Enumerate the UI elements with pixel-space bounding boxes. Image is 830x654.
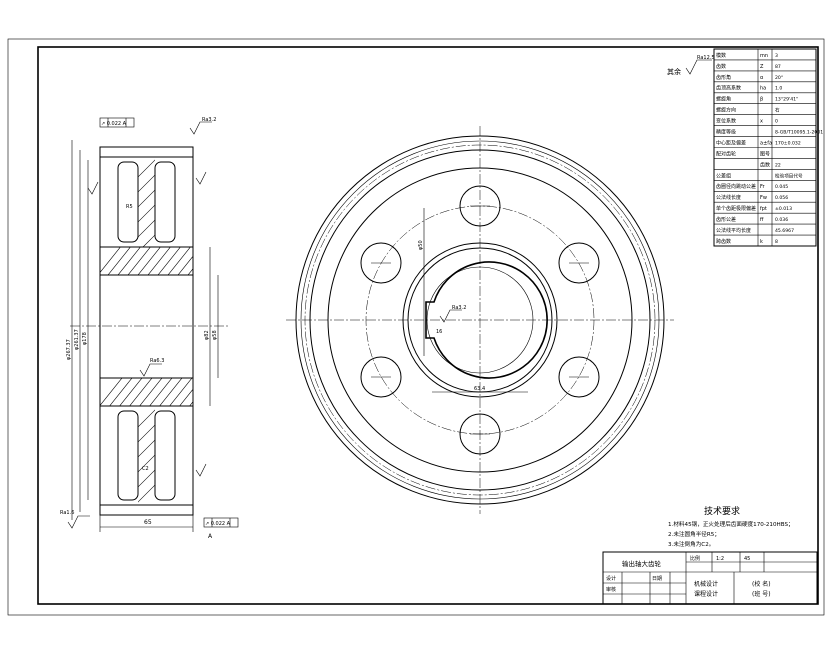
svg-text:↗ 0.022 A: ↗ 0.022 A bbox=[101, 121, 127, 127]
param-name: 齿形角 bbox=[716, 74, 731, 81]
param-value: 0.036 bbox=[775, 217, 788, 223]
param-symbol: ha bbox=[760, 86, 766, 92]
param-symbol: β bbox=[760, 97, 763, 103]
outer-frame bbox=[7, 38, 825, 616]
param-value: 0.045 bbox=[775, 184, 788, 190]
param-name: 螺旋角 bbox=[716, 96, 731, 103]
param-name: 公法线长度 bbox=[716, 194, 741, 201]
svg-text:Ra3.2: Ra3.2 bbox=[202, 117, 216, 123]
param-name: 螺旋方向 bbox=[716, 107, 736, 114]
param-symbol: Z bbox=[760, 64, 764, 70]
tech-req-item-1: 1.材料45钢，正火处理后齿面硬度170-210HBS； bbox=[668, 520, 794, 528]
inner-frame bbox=[37, 46, 819, 605]
design-label: 设计 bbox=[606, 575, 616, 582]
param-name: 跨齿数 bbox=[716, 238, 731, 245]
param-value: 1.0 bbox=[775, 86, 782, 92]
param-symbol: ff bbox=[760, 217, 764, 223]
dim-hub-label: φ82 bbox=[204, 330, 210, 340]
param-name: 公差组 bbox=[716, 172, 731, 179]
param-name: 齿圈径向跳动公差 bbox=[716, 183, 756, 190]
gtol-frame-bottom: ↗ 0.022 A bbox=[203, 517, 239, 528]
svg-text:Ra3.2: Ra3.2 bbox=[452, 305, 466, 311]
date-label: 日期 bbox=[652, 576, 662, 582]
svg-text:Ra6.3: Ra6.3 bbox=[150, 358, 164, 364]
roughness-symbol-ra16: Ra1.6 bbox=[60, 510, 90, 529]
param-value: ±0.013 bbox=[775, 206, 792, 212]
gear-params-table: 模数 mn 3 齿数 Z 87 齿形角 α 20° 齿顶高系数 ha 1.0 螺旋角 β 13°29'41"… bbox=[713, 48, 823, 247]
param-value: 检验项目代号 bbox=[775, 172, 803, 179]
param-symbol: α bbox=[760, 75, 764, 81]
dim-bore-label: φ58 bbox=[212, 330, 218, 340]
material-value: 45 bbox=[744, 556, 750, 562]
dim-width-label: 65 bbox=[144, 519, 152, 526]
param-value: 0 bbox=[775, 119, 778, 125]
dim-c-label: C2 bbox=[142, 466, 149, 472]
param-symbol: a±fa bbox=[760, 140, 772, 146]
check-label: 审核 bbox=[606, 586, 616, 593]
front-view bbox=[286, 126, 674, 514]
part-name: 输出轴大齿轮 bbox=[622, 559, 662, 568]
param-name: 公法线平均长度 bbox=[716, 227, 751, 234]
tech-req-title: 技术要求 bbox=[704, 505, 740, 517]
class-number: (班 号) bbox=[752, 590, 771, 598]
tech-req-item-2: 2.未注圆角半径R5； bbox=[668, 530, 720, 538]
param-symbol: x bbox=[760, 119, 763, 125]
dim-pcd-label: φ178 bbox=[82, 332, 88, 345]
param-name: 齿数 bbox=[716, 63, 726, 70]
svg-text:Ra1.6: Ra1.6 bbox=[60, 510, 74, 516]
roughness-symbol-ra32: Ra3.2 bbox=[189, 117, 216, 135]
rest-roughness-note: 其余 Ra12.5 bbox=[667, 55, 715, 76]
roughness-symbol-side bbox=[87, 171, 207, 477]
param-symbol: mn bbox=[760, 53, 768, 59]
param-value: 20° bbox=[775, 75, 783, 81]
dim-d-label: φ261.37 bbox=[74, 329, 80, 350]
param-name: 精度等级 bbox=[716, 128, 736, 135]
param-name: 模数 bbox=[716, 52, 726, 59]
param-value: 170±0.032 bbox=[775, 140, 801, 146]
param-value: 45.6967 bbox=[775, 228, 794, 234]
param-value: 8 bbox=[775, 239, 778, 245]
param-name: 中心距及偏差 bbox=[716, 139, 746, 146]
scale-value: 1:2 bbox=[716, 556, 724, 562]
tech-req-item-3: 3.未注倒角为C2。 bbox=[668, 540, 714, 548]
datum-label: A bbox=[208, 533, 213, 540]
param-name: 配对齿轮 bbox=[716, 150, 736, 157]
param-value: 8-GB/T10095.1-2001 bbox=[775, 129, 823, 135]
svg-text:其余: 其余 bbox=[667, 67, 681, 76]
param-value: 右 bbox=[775, 107, 780, 114]
param-name: 齿顶高系数 bbox=[716, 85, 741, 92]
param-symbol: 图号 bbox=[760, 151, 770, 157]
gtol-frame-top: ↗ 0.022 A bbox=[99, 117, 135, 128]
param-value: 87 bbox=[775, 64, 781, 70]
svg-text:Ra12.5: Ra12.5 bbox=[697, 55, 715, 61]
param-symbol: 齿数 bbox=[760, 161, 770, 168]
scale-label: 比例 bbox=[690, 555, 700, 562]
roughness-symbol-ra63: Ra6.3 bbox=[139, 358, 164, 377]
param-value: 13°29'41" bbox=[775, 97, 798, 103]
dim-hole-label: φ50 bbox=[418, 240, 424, 250]
param-name: 齿形公差 bbox=[716, 216, 736, 223]
param-value: 3 bbox=[775, 53, 778, 59]
param-value: 0.056 bbox=[775, 195, 788, 201]
dim-key-label: 63.4 bbox=[474, 386, 485, 392]
section-view bbox=[70, 140, 230, 532]
param-symbol: Fw bbox=[760, 195, 767, 201]
school-name: (校 名) bbox=[752, 580, 771, 588]
svg-text:↗ 0.022 A: ↗ 0.022 A bbox=[205, 521, 231, 527]
param-name: 变位系数 bbox=[716, 118, 736, 125]
title-block bbox=[602, 551, 818, 605]
param-symbol: Fr bbox=[760, 184, 766, 190]
roughness-symbol-keyway: Ra3.2 bbox=[439, 305, 466, 323]
param-symbol: fpt bbox=[760, 206, 767, 212]
param-symbol: k bbox=[760, 239, 763, 245]
tech-requirements: 技术要求 1.材料45钢，正火处理后齿面硬度170-210HBS； 2.未注圆角… bbox=[668, 505, 794, 548]
param-value: 22 bbox=[775, 162, 781, 168]
course-line-1: 机械设计 bbox=[694, 580, 718, 588]
dim-da-label: φ267.37 bbox=[66, 339, 72, 360]
dim-r-label: R5 bbox=[126, 204, 133, 210]
dim-keyw-label: 16 bbox=[436, 329, 442, 335]
course-line-2: 课程设计 bbox=[694, 590, 718, 598]
param-name: 单个齿距极限偏差 bbox=[716, 205, 756, 212]
